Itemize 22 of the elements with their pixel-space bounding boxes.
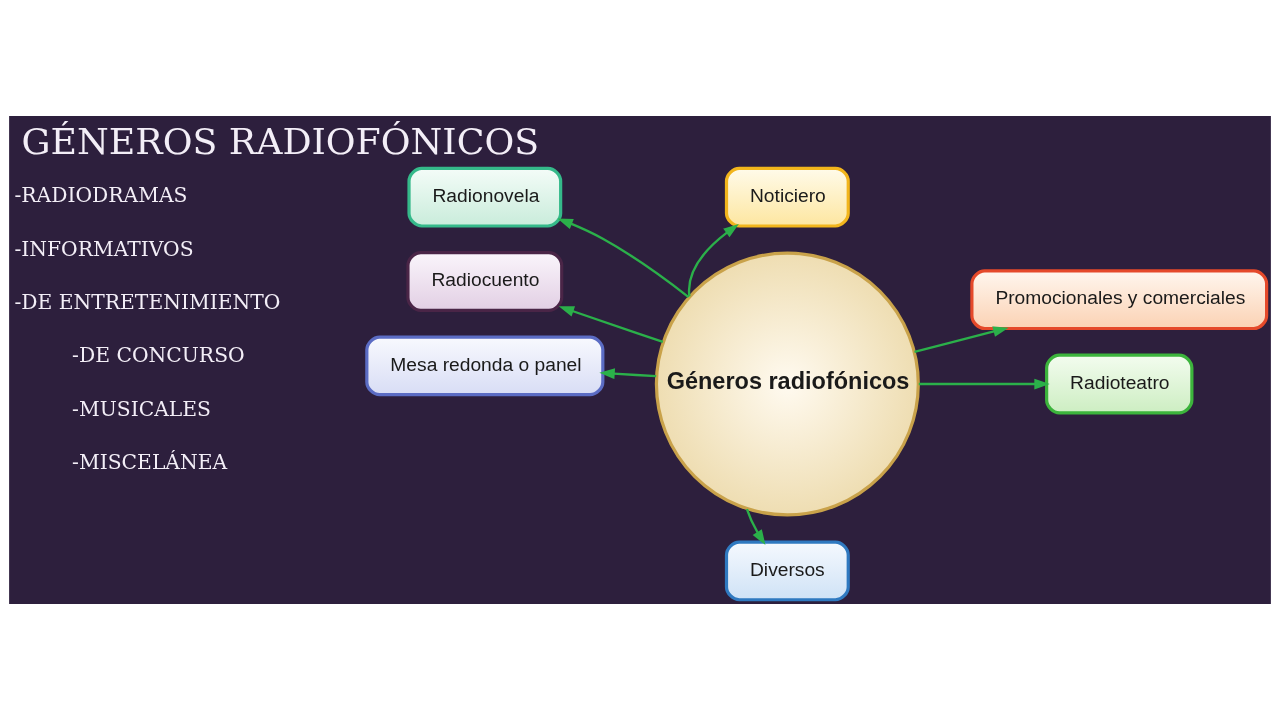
node-box: Radiocuento	[406, 251, 564, 312]
node-box: Noticiero	[724, 166, 850, 228]
label: -MUSICALES	[72, 396, 211, 421]
label: -INFORMATIVOS	[14, 236, 194, 261]
label: -RADIODRAMAS	[14, 183, 188, 208]
arrow	[914, 326, 1009, 353]
label: -MISCELÁNEA	[72, 450, 228, 475]
arrow	[745, 508, 766, 546]
node-box: Promocionales y comerciales	[970, 269, 1269, 331]
node-box: Diversos	[724, 540, 850, 602]
arrow	[687, 223, 739, 297]
label: -DE CONCURSO	[72, 343, 245, 368]
arrow	[599, 368, 657, 380]
arrow	[557, 218, 690, 298]
node-box: Mesa redonda o panel	[365, 335, 605, 397]
node-box: Radioteatro	[1045, 353, 1194, 415]
node-box: Radionovela	[407, 166, 563, 228]
arrow	[558, 306, 664, 344]
arrow	[918, 378, 1050, 390]
node-circle: Géneros radiofónicos	[654, 251, 920, 517]
diagram-title: GÉNEROS RADIOFÓNICOS	[21, 119, 540, 163]
label: -DE ENTRETENIMIENTO	[14, 289, 281, 314]
